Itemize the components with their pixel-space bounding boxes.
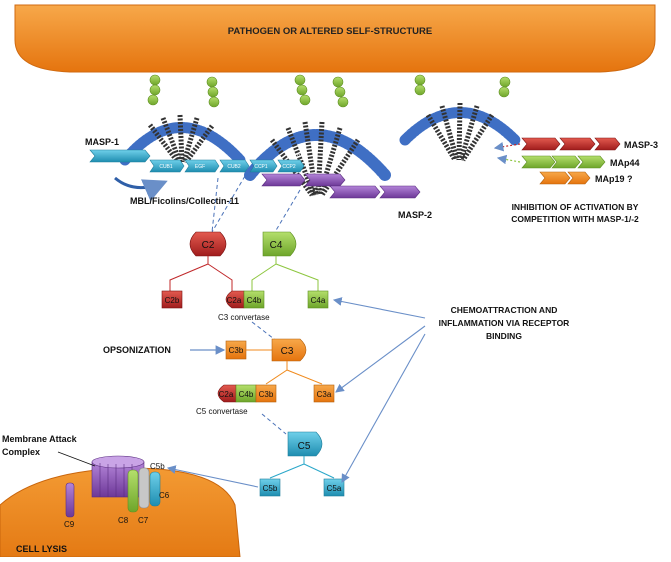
c2b-shape [161, 290, 183, 309]
map19-label: MAp19 ? [595, 174, 633, 184]
map44-arrow [496, 154, 521, 165]
c4a-shape [307, 290, 329, 309]
map19-chain [539, 171, 591, 185]
c4a-label: C4a [311, 296, 326, 305]
chemo-arrows [332, 297, 426, 483]
inhibition-line2: COMPETITION WITH MASP-1/-2 [511, 214, 639, 224]
c4-label: C4 [270, 240, 283, 251]
domain-label: CCP2 [282, 164, 296, 170]
domain-label: EGF [195, 164, 205, 170]
recognition-stalks [147, 74, 511, 108]
c3convertase-to-c3-dash [251, 321, 279, 343]
masp2-to-c4-dash [274, 189, 301, 233]
masp2-label: MASP-2 [398, 210, 432, 220]
masp2-chain [261, 173, 421, 199]
c3b-label: C3b [229, 346, 244, 355]
mbl-label: MBL/Ficolins/Collectin-11 [130, 196, 239, 206]
c5a-shape [323, 478, 345, 497]
domain-label: CCP1 [254, 164, 268, 170]
c5a-label: C5a [327, 484, 342, 493]
c5-shape [287, 431, 323, 457]
c4b-label: C4b [247, 296, 262, 305]
c3a-shape [313, 384, 335, 403]
c3a-label: C3a [317, 390, 332, 399]
chemo-line2: INFLAMMATION VIA RECEPTOR [439, 318, 570, 328]
c4b-c5conv-label: C4b [239, 390, 254, 399]
masp3-arrow [493, 141, 521, 152]
masp1-to-c4-dash [211, 175, 246, 233]
c5-convertase-label: C5 convertase [196, 407, 248, 416]
pathogen-surface [14, 4, 656, 73]
c8-label: C8 [118, 516, 129, 525]
membrane-attack-complex [65, 455, 161, 518]
c3-shape [271, 338, 307, 362]
cell-lysis-label: CELL LYSIS [16, 544, 67, 554]
domain-label: CUB2 [227, 164, 241, 170]
c7-label: C7 [138, 516, 149, 525]
c5-label: C5 [298, 441, 311, 452]
c5convertase-to-c5-dash [261, 413, 287, 435]
c5-cleavage-lines [269, 456, 335, 479]
mac-pointer [57, 451, 96, 467]
c3-convertase-label: C3 convertase [218, 313, 270, 322]
c3b-c5conv-label: C3b [259, 390, 274, 399]
masp1-chain [89, 149, 305, 173]
mbl-map-complex [399, 102, 521, 162]
cleavage-lines [169, 256, 319, 291]
chemo-line1: CHEMOATTRACTION AND [451, 305, 558, 315]
c2b-label: C2b [165, 296, 180, 305]
masp1-label: MASP-1 [85, 137, 119, 147]
masp1-domain-labels: CUB1 EGF CUB2 CCP1 CCP2 SP [159, 154, 301, 170]
c9-label: C9 [64, 520, 75, 529]
inhibition-line1: INHIBITION OF ACTIVATION BY [512, 202, 639, 212]
c5b-shape [259, 478, 281, 497]
masp3-label: MASP-3 [624, 140, 658, 150]
c3-label: C3 [281, 346, 294, 357]
c5b-mac-label: C5b [150, 462, 165, 471]
domain-label: CUB1 [159, 164, 173, 170]
c2a-c5conv-label: C2a [219, 390, 234, 399]
map44-chain [521, 155, 606, 169]
domain-label: SP [294, 154, 301, 160]
c5b-label: C5b [263, 484, 278, 493]
c2a-c5conv-shape [217, 384, 237, 403]
masp3-chain [521, 137, 621, 151]
chemo-line3: BINDING [486, 331, 522, 341]
opsonization-label: OPSONIZATION [103, 345, 171, 355]
mbl-masp1-complex [119, 114, 246, 166]
masp1-to-c2-dash [211, 177, 219, 233]
mac-label-line1: Membrane Attack [2, 434, 78, 444]
mbl-curved-arrow [114, 176, 168, 202]
c2-label: C2 [202, 240, 215, 251]
mac-label-line2: Complex [2, 447, 40, 457]
pathogen-label: PATHOGEN OR ALTERED SELF-STRUCTURE [228, 26, 432, 37]
c3-cleavage-lines [265, 361, 323, 385]
c6-label: C6 [159, 491, 170, 500]
c2a-label: C2a [227, 296, 242, 305]
map44-label: MAp44 [610, 158, 640, 168]
c5b-to-mac-arrow [166, 465, 259, 488]
c2-shape [189, 231, 227, 257]
c3b-c5conv-shape [255, 384, 277, 403]
c2a-shape [225, 290, 245, 309]
c4-shape [262, 231, 297, 257]
c4b-shape [243, 290, 265, 309]
